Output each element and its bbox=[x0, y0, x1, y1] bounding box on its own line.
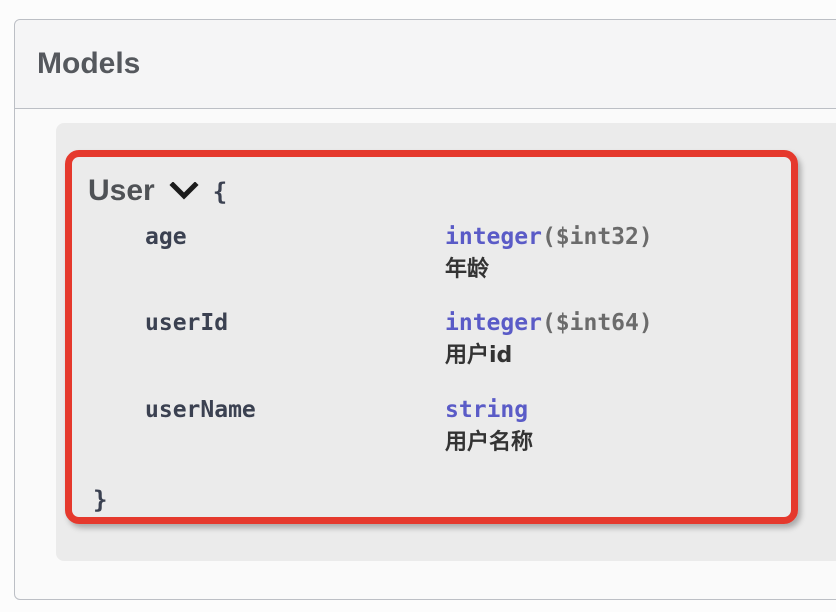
models-section-header[interactable]: Models bbox=[15, 20, 836, 109]
models-section-title: Models bbox=[37, 47, 141, 80]
property-description: 用户名称 bbox=[445, 430, 534, 455]
model-toggle-user[interactable]: User { bbox=[88, 174, 227, 207]
property-type: integer bbox=[445, 310, 542, 336]
property-row-username: userName string 用户名称 bbox=[0, 397, 836, 455]
model-title: User bbox=[88, 174, 155, 207]
property-row-userid: userId integer($int64) 用户id bbox=[0, 310, 836, 368]
property-row-age: age integer($int32) 年龄 bbox=[0, 224, 836, 282]
property-type: string bbox=[445, 397, 529, 423]
property-name: age bbox=[145, 224, 187, 250]
property-type-line: string bbox=[445, 397, 528, 423]
property-description: 年龄 bbox=[445, 257, 490, 282]
property-format: ($int32) bbox=[541, 224, 653, 250]
property-name: userName bbox=[145, 397, 256, 423]
property-name: userId bbox=[145, 310, 229, 336]
property-type-line: integer($int32) bbox=[445, 224, 653, 250]
close-brace: } bbox=[93, 486, 108, 514]
chevron-down-icon[interactable] bbox=[169, 181, 199, 200]
property-description: 用户id bbox=[445, 343, 513, 368]
open-brace: { bbox=[212, 178, 228, 206]
models-section: Models bbox=[14, 19, 836, 600]
property-type: integer bbox=[445, 224, 542, 250]
property-type-line: integer($int64) bbox=[445, 310, 653, 336]
property-format: ($int64) bbox=[541, 310, 653, 336]
